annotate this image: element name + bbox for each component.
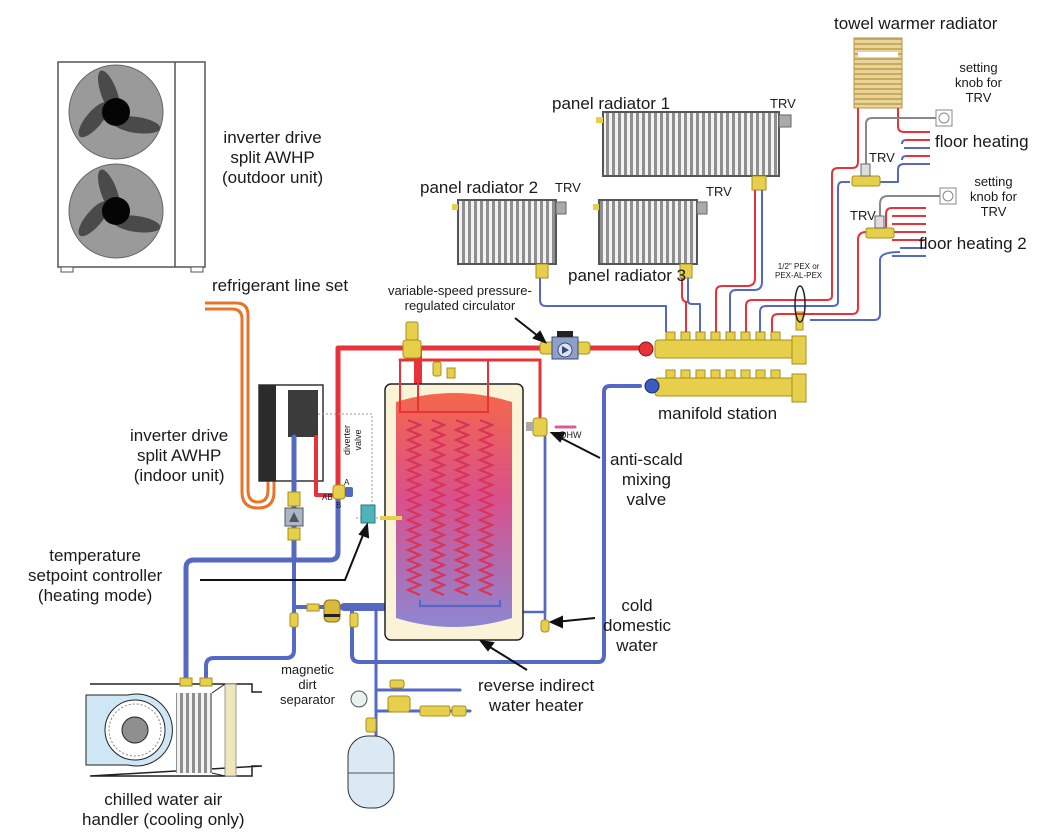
label-reverse-indirect-water-heater: reverse indirect water heater bbox=[478, 676, 595, 715]
heat-exchanger-coils bbox=[405, 418, 502, 608]
trv-floor-valves bbox=[851, 163, 895, 239]
label-trv-floor-1: TRV bbox=[869, 150, 895, 165]
label-panel-radiator-1: panel radiator 1 bbox=[552, 94, 671, 113]
fill-valve bbox=[387, 679, 467, 717]
label-diverter-valve: diverter valve bbox=[342, 424, 363, 455]
fan-icon bbox=[68, 64, 164, 160]
panel-radiator-1 bbox=[596, 111, 792, 191]
expansion-tank bbox=[347, 717, 395, 809]
label-chilled-water-air-handler: chilled water air handler (cooling only) bbox=[82, 790, 245, 829]
label-temperature-controller: temperature setpoint controller (heating… bbox=[28, 546, 163, 605]
label-setting-knob-1: setting knob for TRV bbox=[955, 60, 1002, 105]
label-pex-note: 1/2" PEX or PEX-AL-PEX bbox=[775, 262, 823, 280]
diverter-valve bbox=[332, 484, 353, 500]
fan-icon bbox=[68, 163, 164, 259]
label-refrigerant-line-set: refrigerant line set bbox=[212, 276, 349, 295]
towel-warmer-radiator bbox=[853, 37, 903, 109]
air-purger bbox=[402, 321, 456, 379]
label-setting-knob-2: setting knob for TRV bbox=[970, 174, 1017, 219]
label-floor-heating-2: floor heating 2 bbox=[919, 234, 1027, 253]
panel-radiator-2 bbox=[452, 199, 567, 279]
label-towel-warmer: towel warmer radiator bbox=[834, 14, 998, 33]
label-port-b: B bbox=[336, 501, 342, 510]
label-trv-floor-2: TRV bbox=[850, 208, 876, 223]
leader-arrows bbox=[200, 317, 601, 671]
label-magnetic-dirt-separator: magnetic dirt separator bbox=[280, 662, 335, 707]
trv-setting-knob-1 bbox=[935, 109, 953, 127]
refrigerant-line-set bbox=[205, 301, 276, 510]
circulator-pump bbox=[539, 331, 591, 360]
anti-scald-mixing-valve bbox=[526, 417, 548, 437]
chilled-water-air-handler bbox=[85, 677, 263, 777]
temperature-setpoint-controller bbox=[318, 413, 380, 524]
label-port-ab: AB bbox=[322, 493, 333, 502]
label-anti-scald-valve: anti-scald mixing valve bbox=[610, 450, 683, 509]
outdoor-unit bbox=[57, 61, 206, 273]
indoor-circulator bbox=[284, 491, 304, 541]
cold-water-inlet bbox=[540, 619, 550, 633]
reverse-indirect-water-heater bbox=[380, 360, 524, 641]
indoor-unit bbox=[258, 384, 324, 482]
supply-pipes bbox=[314, 344, 643, 497]
label-indoor-unit: inverter drive split AWHP (indoor unit) bbox=[130, 426, 229, 485]
panel-radiator-3 bbox=[593, 199, 708, 279]
label-floor-heating-1: floor heating bbox=[935, 132, 1029, 151]
manifold-station bbox=[638, 311, 807, 403]
pex-bundle-marker bbox=[794, 285, 806, 323]
label-trv-pr3: TRV bbox=[706, 184, 732, 199]
label-dhw: DHW bbox=[560, 430, 582, 440]
label-outdoor-unit: inverter drive split AWHP (outdoor unit) bbox=[222, 128, 324, 187]
label-circulator: variable-speed pressure- regulated circu… bbox=[388, 283, 532, 313]
label-trv-pr1: TRV bbox=[770, 96, 796, 111]
magnetic-dirt-separator bbox=[289, 599, 359, 628]
trv-setting-knob-2 bbox=[939, 187, 957, 205]
label-panel-radiator-2: panel radiator 2 bbox=[420, 178, 539, 197]
label-trv-pr2: TRV bbox=[555, 180, 581, 195]
label-manifold-station: manifold station bbox=[658, 404, 778, 423]
label-panel-radiator-3: panel radiator 3 bbox=[568, 266, 687, 285]
pressure-gauge bbox=[350, 690, 368, 708]
label-port-a: A bbox=[344, 478, 350, 487]
branch-pipes bbox=[539, 108, 940, 332]
label-cold-domestic-water: cold domestic water bbox=[603, 596, 672, 655]
